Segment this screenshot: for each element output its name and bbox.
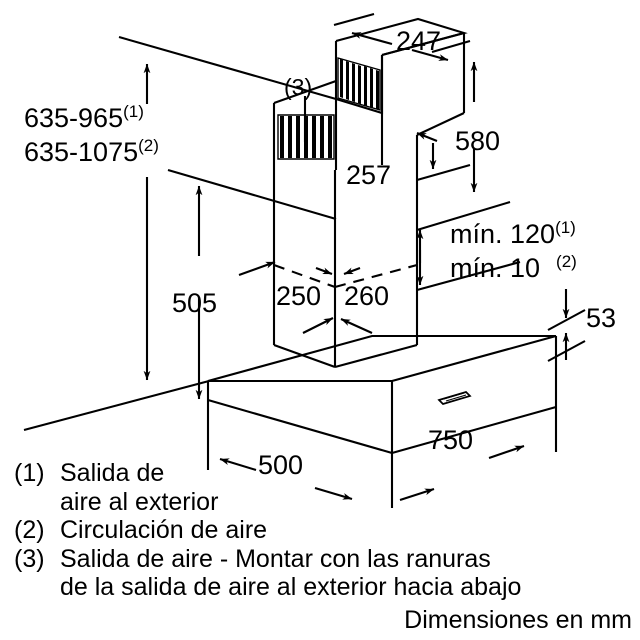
upper-chimney [334, 17, 468, 170]
air-outlet-slots-front [280, 116, 332, 158]
control-panel-icon [437, 391, 472, 405]
dashed-indicator-line [273, 263, 418, 289]
dimension-label-635-1075: 635-1075(2) [24, 136, 159, 167]
dimension-label-257: 257 [346, 160, 392, 190]
legend-text-1: Salida de aire al exterior [60, 459, 632, 516]
dimension-label-53: 53 [586, 303, 617, 333]
dimension-arrow-260-top [343, 267, 361, 275]
dimension-label-750: 750 [428, 425, 474, 455]
dimension-arrow-250-leader [238, 261, 276, 276]
dimension-arrow-500 [206, 400, 394, 508]
extension-line-505-top [167, 168, 337, 221]
legend-text-3: Salida de aire - Montar con las ranuras … [60, 545, 632, 602]
legend-text-1-line2: aire al exterior [60, 487, 219, 516]
callout-label-3: (3) [284, 74, 313, 100]
legend-text-2: Circulación de aire [60, 516, 268, 544]
dimension-label-min-10: mín. 10(2) [450, 252, 577, 283]
legend-item-3: (3) Salida de aire - Montar con las ranu… [14, 545, 632, 602]
dimension-label-min-120: mín. 120(1) [450, 218, 576, 249]
legend-marker-3: (3) [14, 544, 45, 573]
dimension-arrow-580 [470, 61, 478, 193]
units-note: Dimensiones en mm [404, 606, 632, 634]
extension-line-top [118, 35, 337, 101]
legend-marker-2: (2) [14, 516, 45, 544]
dimension-arrow-53 [547, 289, 586, 362]
dimension-label-260: 260 [344, 281, 390, 311]
extension-line-580-bottom [416, 200, 511, 232]
dimension-label-247: 247 [396, 26, 442, 56]
dimension-label-505: 505 [172, 288, 218, 318]
dimension-label-500: 500 [258, 450, 304, 480]
lower-chimney [272, 135, 419, 369]
legend-marker-1: (1) [14, 459, 45, 487]
dimension-arrow-257 [416, 132, 471, 182]
dimension-arrow-247 [333, 12, 471, 62]
legend: (1) Salida de aire al exterior (2) Circu… [14, 459, 632, 602]
dimension-arrow-250 [302, 317, 334, 334]
dimension-label-250: 250 [276, 281, 322, 311]
legend-text-1-line1: Salida de [60, 459, 165, 487]
extension-line-canopy-top [23, 379, 210, 432]
legend-item-1: (1) Salida de aire al exterior [14, 459, 632, 516]
dimension-arrow-min-clearance [416, 229, 521, 292]
dimension-arrow-250-top [315, 267, 333, 275]
air-outlet-slots-upper [340, 59, 379, 110]
legend-text-3-line2: de la salida de aire al exterior hacia a… [60, 573, 522, 601]
legend-item-2: (2) Circulación de aire [14, 516, 632, 545]
dimension-label-635-965: 635-965(1) [24, 102, 144, 133]
legend-text-3-line1: Salida de aire - Montar con las ranuras [60, 544, 491, 573]
dimension-label-580: 580 [455, 126, 501, 156]
canopy-body [206, 334, 558, 455]
dimension-arrow-260 [340, 318, 373, 334]
dimension-arrow-750 [399, 407, 558, 501]
